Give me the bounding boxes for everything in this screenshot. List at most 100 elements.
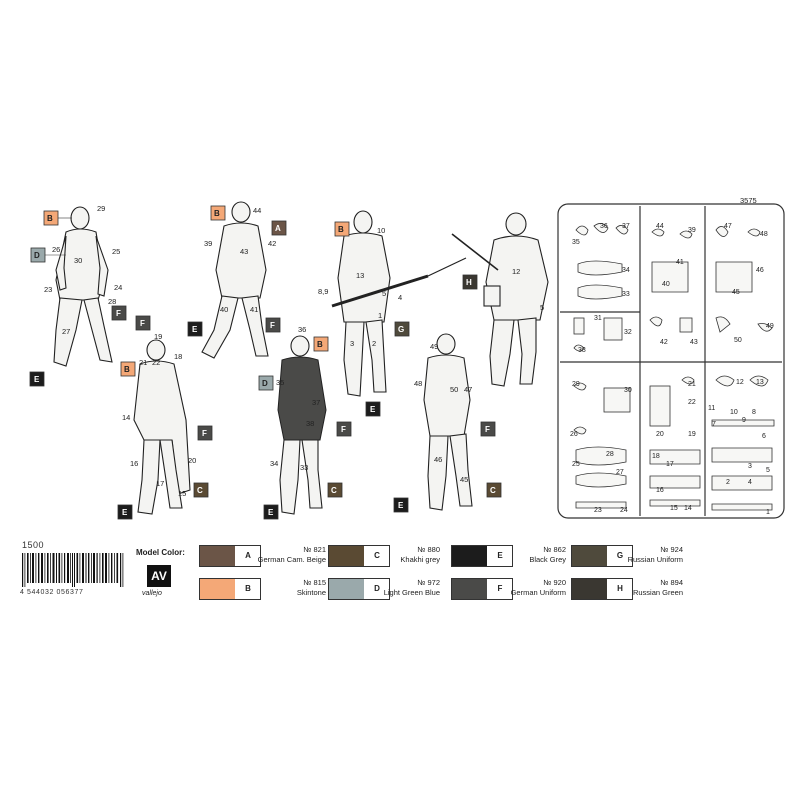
- svg-text:23: 23: [594, 507, 602, 514]
- svg-text:18: 18: [652, 453, 660, 460]
- svg-text:27: 27: [62, 327, 70, 336]
- svg-text:47: 47: [464, 385, 472, 394]
- svg-text:33: 33: [300, 463, 308, 472]
- svg-text:18: 18: [174, 352, 182, 361]
- svg-text:10: 10: [730, 409, 738, 416]
- paint-number: № 880: [417, 545, 440, 554]
- paint-info-h: № 894 Russian Green: [593, 578, 683, 598]
- figure-4: 12 5: [451, 212, 549, 387]
- svg-text:37: 37: [622, 223, 630, 230]
- paint-swatch-f: F: [451, 578, 513, 600]
- paint-swatch-g: G: [571, 545, 633, 567]
- svg-text:28: 28: [606, 451, 614, 458]
- svg-text:38: 38: [306, 419, 314, 428]
- paint-name: Khakhi grey: [400, 555, 440, 564]
- paint-swatch-a: A: [199, 545, 261, 567]
- figure-1: 29 26 30 25 23 24 28 27: [44, 204, 122, 367]
- svg-text:C: C: [197, 486, 203, 495]
- svg-text:15: 15: [670, 505, 678, 512]
- svg-text:31: 31: [594, 315, 602, 322]
- svg-text:4: 4: [748, 479, 752, 486]
- svg-text:D: D: [34, 251, 40, 260]
- svg-text:13: 13: [756, 379, 764, 386]
- svg-text:46: 46: [756, 267, 764, 274]
- svg-text:C: C: [490, 486, 496, 495]
- svg-text:27: 27: [616, 469, 624, 476]
- figure-2: 44 39 43 42 40 41: [201, 201, 276, 359]
- color-callouts: B D F E B A E F B G E H F B F C E B D F …: [29, 205, 502, 520]
- paint-swatch-h: H: [571, 578, 633, 600]
- paint-name: Black Grey: [529, 555, 566, 564]
- svg-text:19: 19: [688, 431, 696, 438]
- svg-text:34: 34: [622, 267, 630, 274]
- vallejo-logo: AV: [147, 565, 171, 587]
- paint-swatch-b: B: [199, 578, 261, 600]
- svg-text:17: 17: [156, 479, 164, 488]
- paint-swatch-d: D: [328, 578, 390, 600]
- svg-text:43: 43: [240, 247, 248, 256]
- svg-text:48: 48: [760, 231, 768, 238]
- svg-text:46: 46: [434, 455, 442, 464]
- svg-text:49: 49: [766, 323, 774, 330]
- paint-chip: [329, 546, 364, 566]
- svg-text:E: E: [398, 501, 404, 510]
- svg-text:E: E: [122, 508, 128, 517]
- svg-text:13: 13: [356, 271, 364, 280]
- svg-text:24: 24: [114, 283, 122, 292]
- svg-text:29: 29: [97, 204, 105, 213]
- svg-text:H: H: [466, 278, 472, 287]
- figure-5: 19 21 22 18 14 16 20 17 15: [122, 332, 196, 515]
- paint-info-a: № 821 German Cam. Beige: [236, 545, 326, 565]
- svg-text:14: 14: [122, 413, 130, 422]
- svg-text:C: C: [331, 486, 337, 495]
- paint-name: German Uniform: [510, 588, 566, 597]
- paint-letter: G: [608, 546, 632, 566]
- svg-text:42: 42: [268, 239, 276, 248]
- svg-text:14: 14: [684, 505, 692, 512]
- svg-text:3: 3: [350, 339, 354, 348]
- paint-number: № 821: [303, 545, 326, 554]
- paint-chip: [572, 546, 607, 566]
- svg-text:F: F: [485, 425, 490, 434]
- svg-text:2: 2: [372, 339, 376, 348]
- svg-text:26: 26: [570, 431, 578, 438]
- svg-text:5: 5: [540, 303, 544, 312]
- svg-text:D: D: [262, 379, 268, 388]
- svg-text:30: 30: [624, 387, 632, 394]
- svg-text:16: 16: [130, 459, 138, 468]
- svg-text:9: 9: [742, 417, 746, 424]
- svg-text:21: 21: [139, 358, 147, 367]
- svg-text:19: 19: [154, 332, 162, 341]
- svg-text:37: 37: [312, 398, 320, 407]
- svg-text:39: 39: [204, 239, 212, 248]
- paint-name: Russian Green: [632, 588, 683, 597]
- svg-text:A: A: [275, 224, 281, 233]
- paint-number: № 920: [543, 578, 566, 587]
- svg-text:41: 41: [676, 259, 684, 266]
- paint-info-g: № 924 Russian Uniform: [593, 545, 683, 565]
- svg-text:40: 40: [220, 305, 228, 314]
- figure-3: 10 13 8,9 4 5 1 3 2: [318, 210, 467, 397]
- svg-text:20: 20: [656, 431, 664, 438]
- kit-number: 1500: [22, 540, 45, 550]
- svg-text:48: 48: [414, 379, 422, 388]
- paint-info-d: № 972 Light Green Blue: [350, 578, 440, 598]
- svg-text:F: F: [341, 425, 346, 434]
- svg-text:25: 25: [572, 461, 580, 468]
- paint-number: № 862: [543, 545, 566, 554]
- svg-text:E: E: [268, 508, 274, 517]
- svg-text:B: B: [214, 209, 220, 218]
- parts-sprue: 3575: [557, 196, 785, 519]
- svg-text:3: 3: [748, 463, 752, 470]
- svg-text:6: 6: [762, 433, 766, 440]
- svg-text:39: 39: [688, 227, 696, 234]
- svg-text:B: B: [124, 365, 130, 374]
- svg-text:44: 44: [656, 223, 664, 230]
- svg-text:40: 40: [662, 281, 670, 288]
- svg-text:B: B: [317, 340, 323, 349]
- svg-text:23: 23: [44, 285, 52, 294]
- figure-6: 36 35 37 38 34 33: [270, 325, 327, 515]
- barcode-digits: 4 544032 056377: [20, 589, 84, 596]
- svg-text:24: 24: [620, 507, 628, 514]
